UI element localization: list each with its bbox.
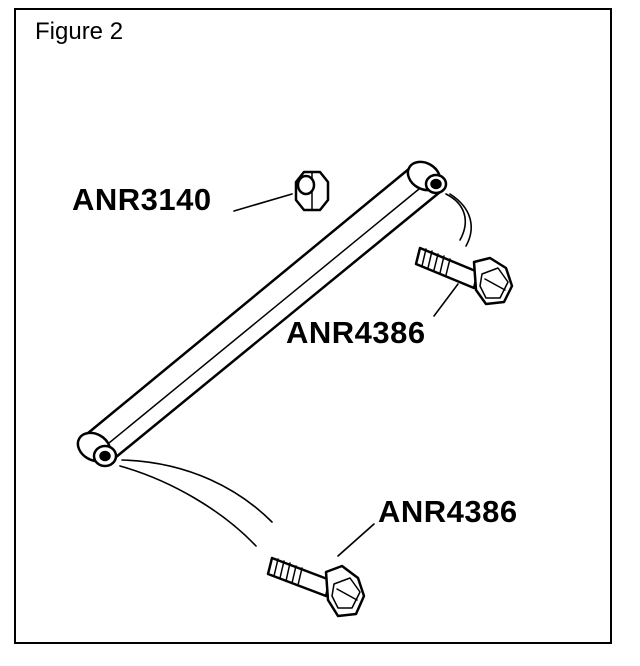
lower-bolt-part: [266, 556, 366, 618]
figure-title: Figure 2: [35, 18, 124, 45]
nut-leader-line: [233, 193, 293, 212]
nut-part: [294, 170, 330, 212]
upper-bolt-insertion-arc: [445, 193, 472, 247]
upper-bolt-part-label: ANR4386: [286, 315, 426, 350]
upper-bolt-part: [414, 246, 514, 306]
lower-bolt-leader-line: [337, 523, 375, 557]
nut-part-label: ANR3140: [72, 182, 212, 217]
lower-bolt-insertion-arc: [119, 459, 273, 547]
upper-bolt-leader-line: [433, 283, 459, 317]
lower-bushing-eye: [76, 431, 118, 468]
upper-bushing-eye: [406, 160, 448, 195]
figure-frame: [14, 8, 612, 644]
lower-bolt-part-label: ANR4386: [378, 494, 518, 529]
